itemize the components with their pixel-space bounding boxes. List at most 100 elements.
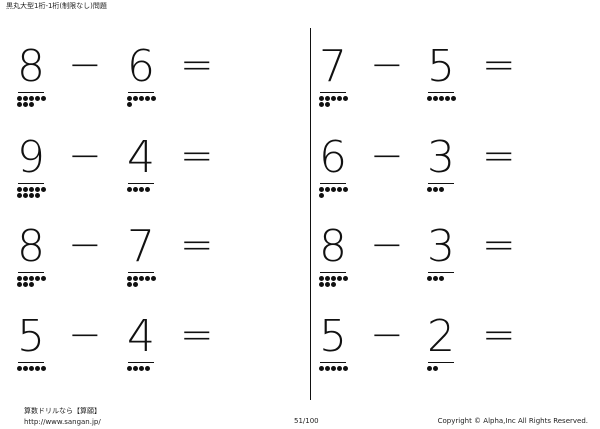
count-dot [41, 187, 46, 192]
digit-underline [18, 362, 44, 363]
count-dot [319, 366, 324, 371]
page-number: 51/100 [294, 417, 319, 425]
minuend: 8 [13, 222, 49, 294]
equals-sign: = [180, 222, 214, 268]
count-dot [35, 187, 40, 192]
count-dot [29, 96, 34, 101]
digit-underline [128, 362, 154, 363]
count-dot [331, 276, 336, 281]
count-dot [343, 276, 348, 281]
minus-sign: − [68, 42, 102, 88]
subtrahend: 3 [423, 133, 459, 205]
footer-url-link[interactable]: http://www.sangan.jp/ [24, 418, 101, 426]
count-dot [17, 366, 22, 371]
count-dot [35, 193, 40, 198]
count-dot [23, 193, 28, 198]
count-dot [445, 96, 450, 101]
count-dot [139, 96, 144, 101]
count-dot [319, 102, 324, 107]
count-dot [127, 187, 132, 192]
minuend: 6 [315, 133, 351, 205]
digit-underline [320, 362, 346, 363]
count-dot [17, 282, 22, 287]
subtrahend: 7 [123, 222, 159, 294]
count-dot [23, 96, 28, 101]
count-dot [127, 366, 132, 371]
count-dot [139, 276, 144, 281]
count-dot [325, 282, 330, 287]
footer-site: 算数ドリルなら【算願】 http://www.sangan.jp/ [24, 406, 101, 428]
count-dot [133, 366, 138, 371]
minuend: 7 [315, 42, 351, 114]
count-dot [151, 96, 156, 101]
subtrahend-digit: 3 [427, 132, 455, 183]
count-dot [325, 187, 330, 192]
count-dot [127, 282, 132, 287]
minuend: 5 [315, 312, 351, 384]
digit-underline [428, 92, 454, 93]
digit-underline [128, 92, 154, 93]
subtrahend-digit: 2 [427, 311, 455, 362]
equals-sign: = [180, 312, 214, 358]
digit-underline [18, 183, 44, 184]
minuend: 8 [13, 42, 49, 114]
count-dot [427, 187, 432, 192]
count-dot [319, 193, 324, 198]
problem: 7 − 5 = [315, 42, 575, 122]
count-dot [319, 282, 324, 287]
minuend-digit: 7 [319, 41, 347, 92]
equals-sign: = [180, 133, 214, 179]
problem: 8 − 7 = [8, 222, 268, 302]
minuend-digit: 8 [17, 221, 45, 272]
count-dot [23, 366, 28, 371]
problem: 9 − 4 = [8, 133, 268, 213]
count-dot [127, 102, 132, 107]
digit-underline [428, 362, 454, 363]
subtrahend: 6 [123, 42, 159, 114]
minuend-digit: 8 [319, 221, 347, 272]
count-dot [17, 276, 22, 281]
copyright-notice: Copyright © Alpha,Inc All Rights Reserve… [437, 417, 588, 425]
subtrahend-digit: 7 [127, 221, 155, 272]
count-dot [433, 276, 438, 281]
count-dot [451, 96, 456, 101]
subtrahend-digit: 5 [427, 41, 455, 92]
count-dot [17, 102, 22, 107]
count-dot [139, 187, 144, 192]
count-dot [427, 276, 432, 281]
count-dot [133, 282, 138, 287]
worksheet-title: 黒丸大型1桁-1桁(制限なし)問題 [6, 2, 107, 10]
minuend-digit: 9 [17, 132, 45, 183]
count-dot [331, 96, 336, 101]
digit-underline [320, 183, 346, 184]
count-dot [29, 366, 34, 371]
count-dot [337, 96, 342, 101]
count-dot [319, 96, 324, 101]
minuend: 9 [13, 133, 49, 205]
digit-underline [128, 272, 154, 273]
count-dot [29, 102, 34, 107]
count-dot [23, 187, 28, 192]
subtrahend: 2 [423, 312, 459, 384]
minuend-digit: 8 [17, 41, 45, 92]
column-divider [310, 28, 311, 400]
count-dot [433, 96, 438, 101]
count-dot [343, 366, 348, 371]
count-dot [343, 96, 348, 101]
subtrahend-digit: 4 [127, 132, 155, 183]
count-dot [17, 187, 22, 192]
count-dot [139, 366, 144, 371]
minus-sign: − [370, 222, 404, 268]
problem: 8 − 3 = [315, 222, 575, 302]
count-dot [325, 96, 330, 101]
minus-sign: − [370, 42, 404, 88]
digit-underline [128, 183, 154, 184]
count-dot [35, 96, 40, 101]
count-dot [337, 187, 342, 192]
equals-sign: = [482, 312, 516, 358]
minuend: 5 [13, 312, 49, 384]
count-dot [337, 366, 342, 371]
count-dot [29, 187, 34, 192]
subtrahend: 5 [423, 42, 459, 114]
digit-underline [320, 92, 346, 93]
